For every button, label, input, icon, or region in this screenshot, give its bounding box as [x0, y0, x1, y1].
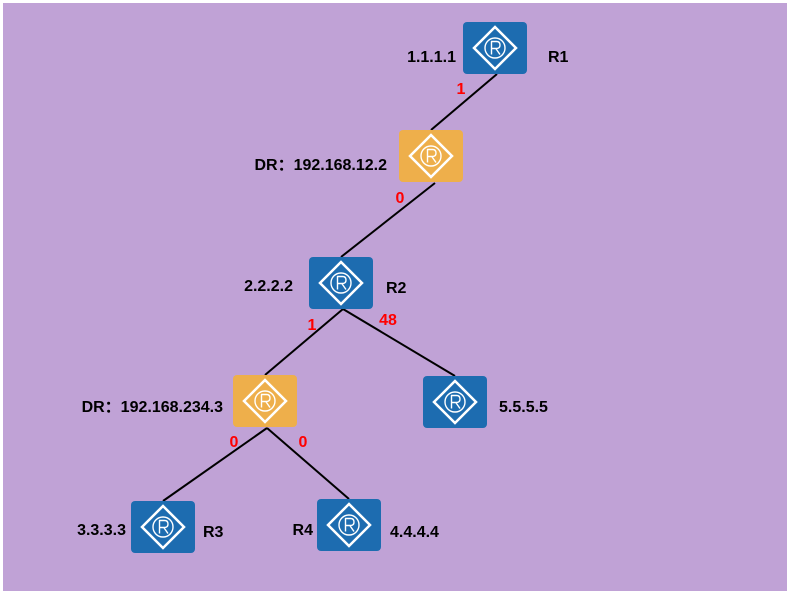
link-cost-dr2-r4: 0 [299, 434, 308, 451]
node-label-r1-1: R1 [548, 49, 569, 66]
node-label-r3-0: 3.3.3.3 [77, 522, 126, 539]
router-node-r5[interactable] [423, 376, 487, 428]
node-label-r2-1: R2 [386, 280, 407, 297]
link-cost-r1-dr1: 1 [457, 81, 466, 98]
dr-node-dr1[interactable] [399, 130, 463, 182]
router-icon [408, 133, 454, 179]
link-r2-r5 [342, 308, 456, 377]
link-dr1-r2 [340, 182, 436, 258]
node-label-dr1-0: DR：192.168.12.2 [254, 157, 387, 174]
node-label-dr2-0: DR：192.168.234.3 [82, 399, 224, 416]
router-icon [326, 502, 372, 548]
link-r2-dr2 [264, 308, 344, 376]
link-dr2-r3 [162, 427, 268, 502]
link-cost-r2-r5: 48 [379, 312, 397, 329]
router-icon [140, 504, 186, 550]
node-label-r4-1: 4.4.4.4 [390, 524, 439, 541]
background [3, 3, 787, 591]
router-node-r2[interactable] [309, 257, 373, 309]
router-node-r3[interactable] [131, 501, 195, 553]
link-r1-dr1 [430, 73, 498, 131]
router-icon [432, 379, 478, 425]
node-label-r5-0: 5.5.5.5 [499, 399, 548, 416]
node-label-r4-0: R4 [293, 522, 314, 539]
node-label-r1-0: 1.1.1.1 [407, 49, 456, 66]
link-cost-dr1-r2: 0 [396, 190, 405, 207]
link-cost-r2-dr2: 1 [308, 317, 317, 334]
router-icon [242, 378, 288, 424]
links [162, 73, 498, 502]
nodes [131, 22, 527, 553]
link-dr2-r4 [266, 427, 350, 500]
node-label-r2-0: 2.2.2.2 [244, 278, 293, 295]
link-cost-dr2-r3: 0 [230, 434, 239, 451]
router-icon [318, 260, 364, 306]
node-label-r3-1: R3 [203, 524, 224, 541]
dr-node-dr2[interactable] [233, 375, 297, 427]
router-node-r1[interactable] [463, 22, 527, 74]
router-icon [472, 25, 518, 71]
router-node-r4[interactable] [317, 499, 381, 551]
